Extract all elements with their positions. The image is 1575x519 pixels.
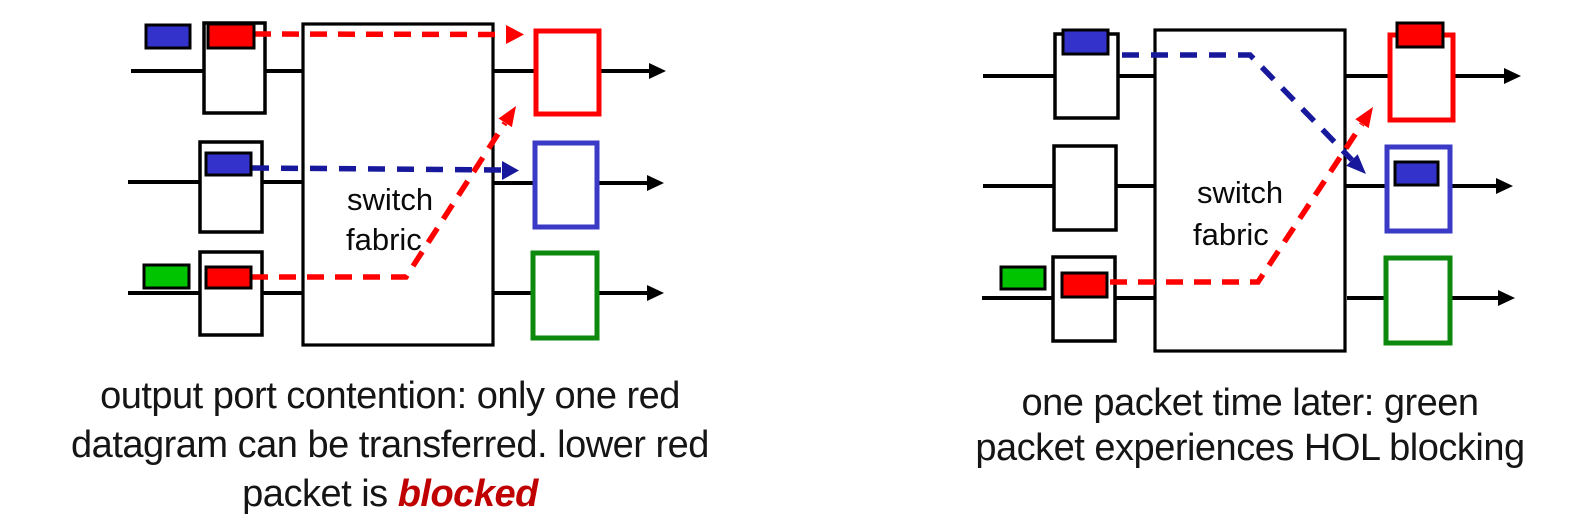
left-output-port-green (530, 250, 600, 341)
left-caption-line2: datagram can be transferred. lower red (71, 424, 709, 466)
left-queued-red-packet-row3 (204, 265, 253, 290)
right-switch-fabric-label-line1: switch (1197, 175, 1283, 210)
right-input-queue-3 (1051, 255, 1117, 343)
left-caption-blocked-emphasis: blocked (397, 473, 539, 515)
right-output-port-green (1383, 255, 1453, 346)
left-input-queue-3 (198, 250, 264, 337)
left-queued-blue-packet-row2 (204, 151, 253, 177)
right-output-arrowhead-1 (1504, 68, 1521, 84)
right-switch-fabric-box (1153, 28, 1347, 353)
left-switch-fabric-box (301, 22, 495, 347)
left-output-port-red (533, 28, 602, 117)
left-caption-line3-text: packet is (242, 473, 398, 515)
left-red-dashed-route-top (253, 31, 507, 38)
left-diagram: switch fabric (128, 21, 666, 347)
right-caption: one packet time later: green packet expe… (945, 381, 1555, 471)
left-output-arrowhead-1 (649, 63, 666, 79)
right-red-packet-at-output (1395, 21, 1445, 49)
right-output-port-red (1387, 32, 1456, 123)
right-blue-dashed-route (1122, 52, 1354, 162)
right-caption-line1: one packet time later: green (1021, 382, 1479, 424)
right-output-port-blue (1384, 144, 1453, 234)
left-red-route-arrowhead-top (506, 25, 524, 44)
right-output-arrowhead-3 (1498, 290, 1515, 306)
right-arriving-green-packet-row3 (999, 265, 1047, 291)
right-blue-route-arrowhead (1346, 154, 1366, 174)
left-arriving-blue-packet-row1 (144, 23, 192, 50)
left-red-route-arrowhead-bottom (498, 106, 516, 128)
right-input-queue-2 (1052, 144, 1118, 232)
left-blue-dashed-route (251, 165, 503, 173)
right-blue-packet-at-output (1393, 160, 1440, 187)
left-output-arrowhead-3 (647, 285, 664, 301)
right-queued-blue-packet-row1 (1061, 28, 1110, 56)
right-diagram: switch fabric (982, 21, 1521, 353)
left-caption-line1: output port contention: only one red (100, 375, 680, 417)
right-output-arrowhead-2 (1496, 178, 1513, 194)
right-red-route-arrowhead (1355, 107, 1373, 129)
left-arriving-green-packet-row3 (142, 263, 191, 290)
right-caption-line2: packet experiences HOL blocking (975, 427, 1525, 469)
left-caption-line3: packet is blocked (30, 470, 750, 519)
left-blue-route-arrowhead (502, 161, 519, 180)
left-output-arrowhead-2 (647, 175, 664, 191)
right-red-dashed-route (1110, 122, 1365, 285)
left-red-dashed-route-bottom (251, 121, 508, 280)
left-queued-red-packet-row1 (206, 22, 256, 50)
left-switch-fabric-label-line1: switch (347, 182, 433, 217)
left-caption: output port contention: only one red dat… (30, 372, 750, 519)
right-queued-red-packet-row3 (1060, 271, 1109, 299)
left-switch-fabric-label-line2: fabric (346, 222, 422, 257)
right-switch-fabric-label-line2: fabric (1193, 217, 1269, 252)
left-output-port-blue (532, 140, 600, 230)
